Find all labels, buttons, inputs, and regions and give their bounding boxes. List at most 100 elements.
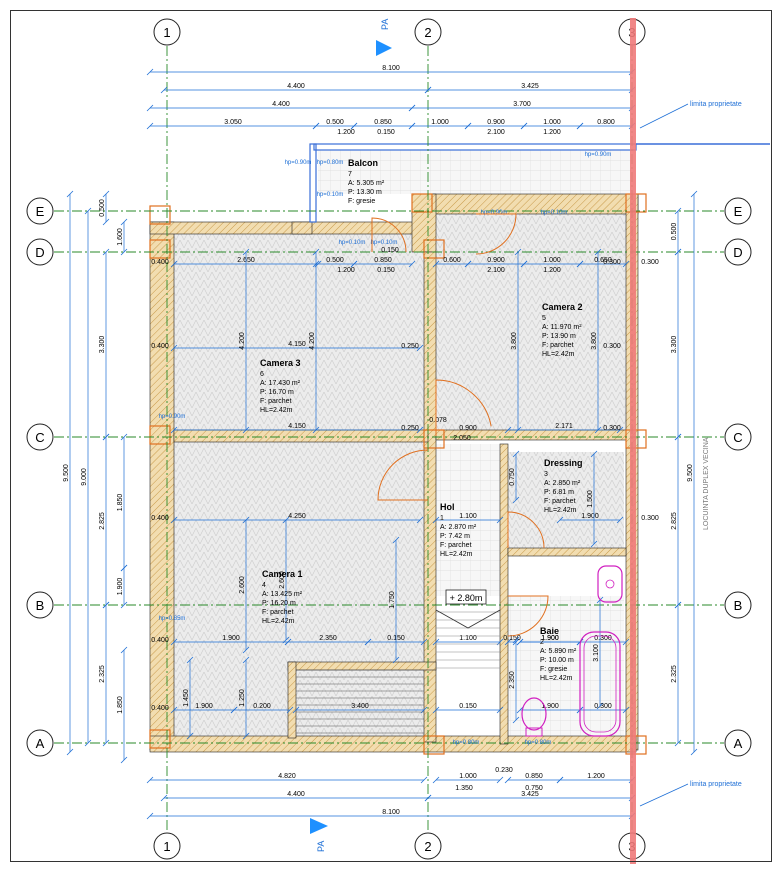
axis-label-E: E	[734, 204, 743, 219]
room-name: Hol	[440, 502, 455, 512]
inner-cam2-w-tick	[504, 426, 512, 434]
window-tag: hp=0.10m	[339, 240, 366, 246]
floor-camera-2	[436, 214, 632, 436]
top-row4-3: 1.000	[431, 119, 449, 126]
axis-label-D: D	[733, 245, 742, 260]
inner-misc-0b: 0.400	[151, 343, 169, 350]
inner-misc-12-tick	[186, 732, 194, 740]
top-total: 8.100	[382, 65, 400, 72]
top-row3-b-tick	[408, 104, 416, 112]
structural-column	[149, 425, 171, 445]
bottom-row1-3: 1.200	[587, 773, 605, 780]
right-total: 9.500	[687, 464, 694, 482]
bathtub	[579, 631, 621, 737]
property-leader-bottom	[639, 783, 689, 807]
axis-bubble-1	[153, 832, 181, 860]
axis-label-2: 2	[424, 839, 431, 854]
top-row4-1-tick	[312, 122, 320, 130]
room-height: HL=2.42m	[544, 507, 577, 514]
window-tag: hp=0.10m	[371, 240, 398, 246]
property-leader-top	[639, 103, 689, 129]
inner-brow-2: 3.400	[351, 703, 369, 710]
top-row4-0-tick	[146, 122, 154, 130]
inner-cam2-h2-tick	[594, 426, 602, 434]
top-row4b-3: 1.200	[543, 129, 561, 136]
balcony-rail-side	[309, 143, 317, 223]
structural-column	[149, 239, 171, 259]
inner-misc-3b: 0.300	[603, 343, 621, 350]
inner-drowb-0: 1.200	[337, 267, 355, 274]
bottom-row1c: 0.230	[495, 767, 513, 774]
inner-cam2-h2: 3.800	[591, 332, 598, 350]
axis-bubble-C	[724, 423, 752, 451]
floor-balcon	[318, 150, 632, 194]
inner-brow-3-tick	[432, 706, 440, 714]
inner-baie-h: 3.100	[593, 644, 600, 662]
left-part-2-tick	[102, 248, 110, 256]
wall-segment	[149, 221, 431, 235]
inner-lrow-0: 1.900	[222, 635, 240, 642]
inner-misc-1a: 0.250	[401, 343, 419, 350]
room-finish: F: parchet	[440, 542, 472, 549]
inner-cam3-h-tick	[242, 426, 250, 434]
room-area: A: 13.425 m²	[262, 591, 303, 598]
inner-drow-0: 0.500	[326, 257, 344, 264]
right-part-2-tick	[674, 433, 682, 441]
inner-misc-3c: 0.300	[603, 425, 621, 432]
axis-bubble-B	[26, 591, 54, 619]
axis-bubble-E	[26, 197, 54, 225]
inner-misc-0a: 0.400	[151, 259, 169, 266]
wall-segment	[149, 221, 175, 751]
axis-label-C: C	[35, 430, 44, 445]
inner-lrow-6-tick	[622, 638, 630, 646]
room-height: HL=2.42m	[542, 351, 575, 358]
axis-bubble-C	[26, 423, 54, 451]
axis-label-1: 1	[163, 839, 170, 854]
inner-cam2-w-tick	[616, 426, 624, 434]
property-label-top: limita proprietate	[690, 101, 742, 108]
inner-drow-3: 0.900	[487, 257, 505, 264]
inner-brow-0: 1.900	[195, 703, 213, 710]
bottom-row1b-0: 1.350	[455, 785, 473, 792]
inner-cam2-h: 3.800	[511, 332, 518, 350]
right-part-0-tick	[674, 207, 682, 215]
window-tag: hp=0.80m	[525, 740, 552, 746]
inner-cam1-w: 4.250	[288, 513, 306, 520]
inner-drow-5: 0.650	[594, 257, 612, 264]
bottom-row1-0-tick	[420, 776, 428, 784]
inner-drowb-2: 2.100	[487, 267, 505, 274]
axis-label-B: B	[36, 598, 45, 613]
wall-segment	[287, 661, 297, 739]
left-total-tick	[66, 190, 74, 198]
inner-lrow-6: 0.300	[594, 635, 612, 642]
inner-drow-4-tick	[520, 260, 528, 268]
inner-misc-7-tick	[242, 516, 250, 524]
bottom-row1-0-tick	[146, 776, 154, 784]
top-row4-3-tick	[408, 122, 416, 130]
inner-lrow-4: 0.150	[503, 635, 521, 642]
wall-segment	[423, 251, 437, 743]
left-inner-3-tick	[120, 756, 128, 764]
wall-segment	[287, 661, 437, 671]
top-row4-5-tick	[520, 122, 528, 130]
bottom-row2-1-tick	[424, 794, 432, 802]
right-total-tick	[690, 190, 698, 198]
room-number: 5	[542, 315, 546, 322]
inner-cam2-w: 2.171	[555, 423, 573, 430]
inner-brow-5-tick	[622, 706, 630, 714]
inner-baie-h-tick	[596, 702, 604, 710]
wall-segment	[507, 547, 627, 557]
room-finish: F: parchet	[542, 342, 574, 349]
top-row4-4: 0.900	[487, 119, 505, 126]
room-height: HL=2.42m	[440, 551, 473, 558]
inner-cam3-h2: 4.200	[309, 332, 316, 350]
right-part-2: 2.825	[671, 512, 678, 530]
axis-bubble-2	[414, 832, 442, 860]
right-part-3-tick	[674, 601, 682, 609]
room-number: 7	[348, 171, 352, 178]
inner-misc-1b: 0.250	[401, 425, 419, 432]
bottom-row1-1: 1.000	[459, 773, 477, 780]
